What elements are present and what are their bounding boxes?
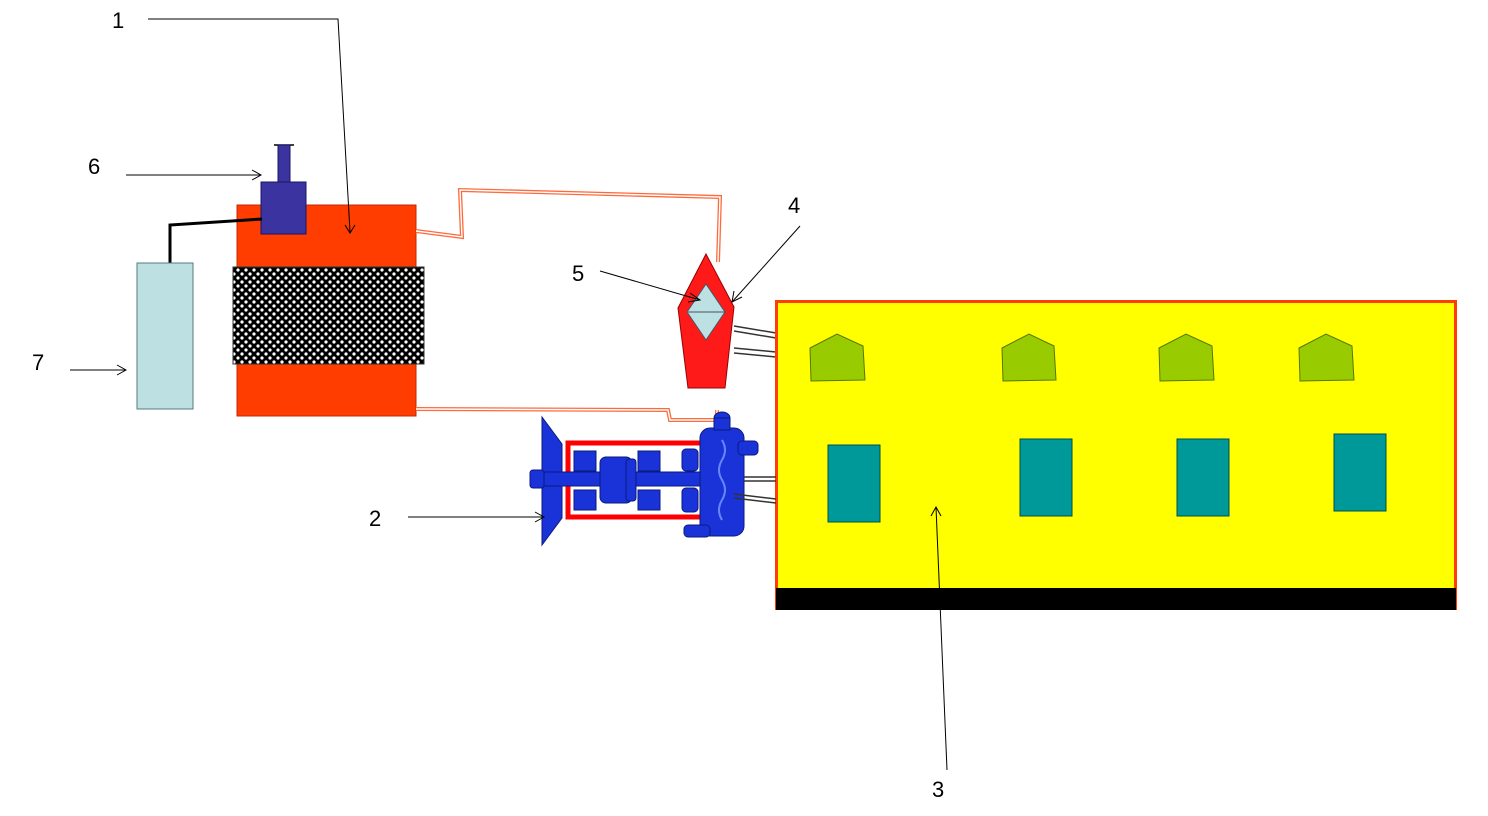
pump-outlet [737, 440, 759, 456]
leader-line-1 [148, 18, 351, 233]
building-foundation [776, 588, 1456, 610]
return-pipe [415, 407, 719, 422]
roof-vent-3 [1158, 333, 1215, 382]
pump-top-neck [713, 417, 731, 431]
leader-arrow-5 [687, 292, 702, 303]
chimney-stack [277, 144, 291, 184]
leader-lines [70, 18, 948, 771]
heating-pipes [415, 187, 723, 422]
window-4 [1333, 433, 1387, 512]
drive-shaft-end [529, 469, 545, 489]
bearing-4 [637, 489, 661, 511]
callout-7: 7 [32, 350, 44, 375]
fuel-tank-assembly [136, 217, 263, 410]
heat-exchanger-mesh [232, 266, 425, 365]
callout-labels: 1 6 7 5 4 2 3 [32, 8, 944, 802]
pump-pipe-lower [733, 493, 777, 500]
chimney-base [260, 181, 307, 235]
chimney [260, 144, 307, 235]
leader-line-4 [731, 225, 801, 303]
building [775, 300, 1457, 610]
leader-arrow-3 [930, 505, 942, 517]
roof-vent-2 [1001, 333, 1057, 382]
leader-line-5 [599, 270, 701, 301]
roof-vent-4 [1298, 333, 1355, 382]
pump-inlet [683, 524, 711, 538]
callout-3: 3 [932, 777, 944, 802]
valve-unit [677, 252, 777, 389]
valve-pipe-upper-a [733, 325, 777, 334]
heater-unit [232, 204, 425, 417]
shaft-collar-upper [681, 448, 699, 472]
callout-2: 2 [369, 506, 381, 531]
roof-vent-1 [809, 333, 866, 382]
callout-6: 6 [88, 154, 100, 179]
pump-unit [529, 411, 777, 547]
shaft-collar-lower [681, 487, 699, 513]
impeller [718, 439, 726, 521]
pump-pipe-lower-2 [733, 497, 777, 504]
valve-pipe-lower-b [733, 352, 777, 358]
bearing-2 [573, 489, 597, 511]
leader-arrow-4 [731, 290, 743, 303]
supply-pipe-inner [415, 189, 721, 263]
fuel-line [168, 217, 263, 264]
leader-line-3 [935, 506, 948, 771]
leader-arrow-7 [116, 364, 128, 376]
bearing-1 [573, 450, 597, 472]
leader-arrow-2 [534, 511, 546, 523]
bearing-3 [637, 450, 661, 472]
window-3 [1176, 438, 1230, 517]
callout-4: 4 [788, 193, 800, 218]
leader-arrow-1 [344, 224, 356, 234]
valve-pipe-upper-b [733, 330, 777, 339]
fuel-tank [136, 262, 194, 410]
callout-5: 5 [572, 261, 584, 286]
coupling-ring [625, 458, 637, 502]
window-2 [1019, 438, 1073, 517]
callout-1: 1 [112, 8, 124, 33]
window-1 [827, 444, 881, 523]
leader-arrow-6 [251, 169, 263, 181]
valve-pipe-lower-a [733, 347, 777, 353]
